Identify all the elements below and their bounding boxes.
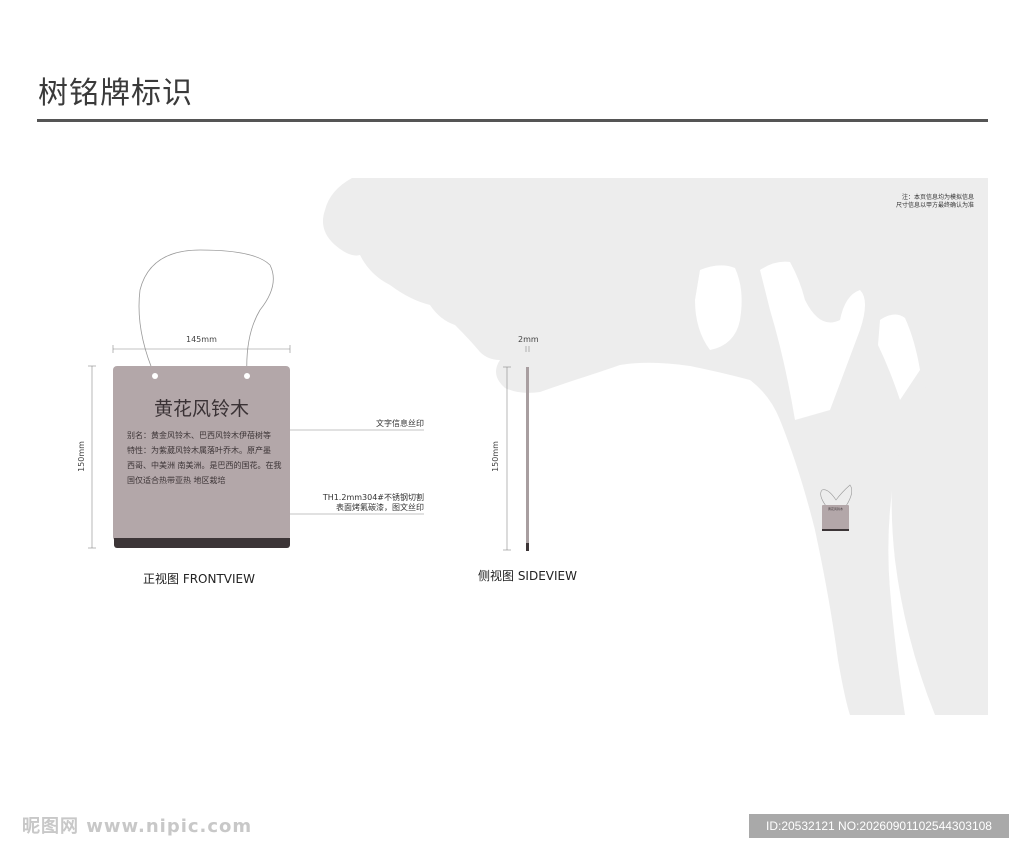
callout-material: TH1.2mm304#不锈钢切割 表面烤氟碳漆，图文丝印: [300, 493, 424, 513]
plaque-base-edge: [114, 538, 290, 548]
disclaimer-note: 注：本页信息均为模拟信息 尺寸信息以甲方最终确认为准: [896, 194, 974, 210]
mini-sign-wire: [820, 484, 853, 507]
side-plate: [526, 367, 529, 550]
side-view-label: 侧视图 SIDEVIEW: [478, 569, 577, 583]
page-title: 树铭牌标识: [38, 76, 193, 111]
hanging-wire: [138, 249, 274, 377]
watermark-logo: 昵图网 www.nipic.com: [22, 816, 253, 837]
plant-name: 黄花风铃木: [153, 398, 249, 420]
info-line-alias: 别名：黄金风铃木、巴西风铃木伊蓓树等: [127, 431, 271, 440]
front-plaque: [113, 366, 290, 541]
hang-hole-right: [244, 373, 250, 379]
mini-sign-name: 黄花风铃木: [827, 507, 843, 511]
side-plate-base: [526, 543, 529, 551]
title-rule: [37, 119, 988, 122]
info-line-feature: 特性：为紫葳风铃木属落叶乔木。原产墨: [127, 446, 271, 455]
note-line-1: 注：本页信息均为模拟信息: [901, 194, 974, 201]
tree-canopy: [322, 178, 988, 715]
side-height-dimension: 150mm: [490, 441, 500, 472]
note-line-2: 尺寸信息以甲方最终确认为准: [895, 202, 974, 209]
callout-text-print: 文字信息丝印: [376, 419, 424, 428]
front-height-dimension: 150mm: [76, 441, 86, 472]
front-width-dimension: 145mm: [186, 335, 217, 344]
callout-material-line-2: 表面烤氟碳漆，图文丝印: [336, 503, 424, 512]
callout-material-line-1: TH1.2mm304#不锈钢切割: [322, 493, 424, 502]
info-line-origin: 西哥、中美洲 南美洲。是巴西的国花。在我: [127, 461, 282, 470]
side-thickness-dimension: 2mm: [518, 335, 539, 344]
hang-hole-left: [152, 373, 158, 379]
mini-sign-on-tree: [822, 505, 849, 530]
dimension-lines: [88, 345, 530, 551]
watermark-id-badge: ID:20532121 NO:20260901102544303108: [749, 814, 1009, 838]
front-view-label: 正视图 FRONTVIEW: [143, 572, 256, 586]
info-line-region: 国仅适合热带亚热 地区栽培: [127, 476, 226, 485]
mini-sign-base: [822, 529, 849, 531]
